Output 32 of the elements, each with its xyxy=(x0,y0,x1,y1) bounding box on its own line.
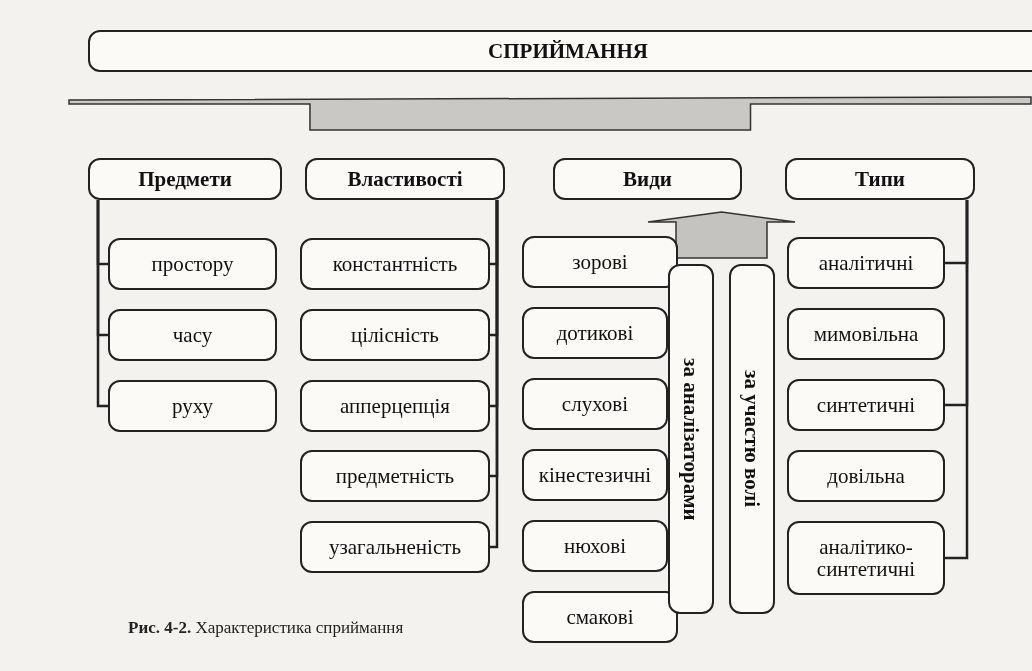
item-box: довільна xyxy=(787,450,945,502)
item-box: руху xyxy=(108,380,277,432)
item-box: предметність xyxy=(300,450,490,502)
block-arrow xyxy=(647,211,796,259)
item-box: аналітичні xyxy=(787,237,945,289)
item-box: нюхові xyxy=(522,520,668,572)
category-bar: за участю волі xyxy=(729,264,775,614)
banner-band xyxy=(68,96,1032,131)
item-box: часу xyxy=(108,309,277,361)
header-box: Властивості xyxy=(305,158,505,200)
item-box: слухові xyxy=(522,378,668,430)
connector-line xyxy=(96,200,108,408)
connector-line xyxy=(490,200,499,549)
item-box: смакові xyxy=(522,591,678,643)
item-box: простору xyxy=(108,238,277,290)
connector-line xyxy=(945,200,969,560)
header-box: Види xyxy=(553,158,742,200)
item-box: мимовільна xyxy=(787,308,945,360)
item-box: аналітико-синтетичні xyxy=(787,521,945,595)
item-box: узагальненість xyxy=(300,521,490,573)
item-box: апперцепція xyxy=(300,380,490,432)
header-box: СПРИЙМАННЯ xyxy=(88,30,1032,72)
item-box: зорові xyxy=(522,236,678,288)
item-box: дотикові xyxy=(522,307,668,359)
category-bar: за аналізаторами xyxy=(668,264,714,614)
item-box: константність xyxy=(300,238,490,290)
figure-caption: Рис. 4-2. Характеристика сприймання xyxy=(128,618,404,638)
item-box: кінестезичні xyxy=(522,449,668,501)
item-box: синтетичні xyxy=(787,379,945,431)
header-box: Типи xyxy=(785,158,975,200)
item-box: цілісність xyxy=(300,309,490,361)
header-box: Предмети xyxy=(88,158,282,200)
